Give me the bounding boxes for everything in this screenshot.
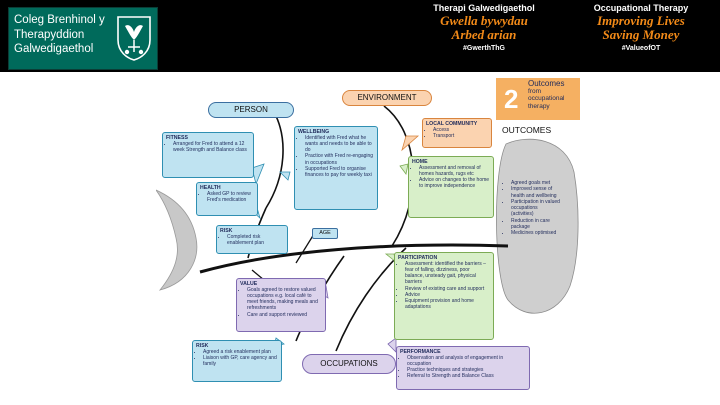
logo-text: Coleg Brenhinol y Therapyddion Galwediga…: [14, 13, 105, 57]
value-item-1: Goals agreed to restore valued occupatio…: [247, 287, 322, 311]
home-callout: HOME Assessment and removal of homes haz…: [408, 156, 494, 218]
english-banner: Occupational Therapy Improving Lives Sav…: [566, 3, 716, 54]
environment-label: ENVIRONMENT: [342, 90, 432, 106]
wellbeing-heading: WELLBEING: [298, 129, 330, 135]
badge-line-3: occupational: [528, 95, 565, 103]
outcome-item-4: Reduction in care package: [511, 218, 561, 231]
badge-line-4: therapy: [528, 102, 550, 110]
fishbone-slide: 2 Outcomes from occupational therapy OUT…: [156, 76, 583, 396]
performance-callout: PERFORMANCE Observation and analysis of …: [396, 346, 530, 390]
fitness-tail: [251, 163, 265, 186]
outcomes-badge-text: Outcomes from occupational therapy: [528, 80, 565, 110]
fish-head: [496, 138, 579, 314]
participation-item-3: Advice: [405, 292, 490, 298]
local-community-item-2: Transport: [433, 133, 488, 139]
participation-callout: PARTICIPATION Assessment: identified the…: [394, 252, 494, 340]
risk-person-callout: RISK Completed risk enablement plan: [216, 225, 288, 254]
performance-item-1: Observation and analysis of engagement i…: [407, 355, 526, 367]
home-item-2: Advice on changes to the home to improve…: [419, 177, 490, 189]
local-community-item-1: Access: [433, 127, 488, 133]
value-item-2: Care and support reviewed: [247, 312, 322, 318]
welsh-banner: Therapi Galwedigaethol Gwella bywydau Ar…: [412, 3, 556, 54]
welsh-slogan-line-2: Arbed arian: [451, 27, 517, 42]
logo-line-1: Coleg Brenhinol y: [14, 14, 105, 26]
value-heading: VALUE: [240, 281, 258, 287]
home-item-1: Assessment and removal of homes hazards,…: [419, 165, 490, 177]
community-tail: [401, 135, 420, 152]
college-logo[interactable]: Coleg Brenhinol y Therapyddion Galwediga…: [8, 7, 158, 70]
english-hashtag: #ValueofOT: [621, 45, 661, 52]
health-item-1: Asked GP to review Fred's medication: [207, 191, 254, 203]
logo-line-3: Galwedigaethol: [14, 43, 94, 55]
participation-item-1: Assessment: identified the barriers – fe…: [405, 261, 490, 285]
welsh-hashtag: #GwerthThG: [462, 45, 505, 52]
outcome-item-1: Agreed goals met: [511, 180, 561, 186]
badge-line-2: from: [528, 87, 541, 95]
wellbeing-item-2: Practice with Fred re-engaging in occupa…: [305, 153, 374, 165]
outcomes-list: Agreed goals met Improved sense of healt…: [505, 180, 561, 237]
english-slogan-line-1: Improving Lives: [597, 13, 685, 28]
fishbone-diagram: [156, 105, 579, 353]
bone-age: [295, 233, 315, 264]
participation-item-4: Equipment provision and home adaptations: [405, 298, 490, 310]
badge-line-1: Outcomes: [528, 79, 565, 88]
crest-icon: [117, 16, 151, 61]
performance-heading: PERFORMANCE: [400, 349, 441, 355]
risk-person-item-1: Completed risk enablement plan: [227, 234, 284, 246]
home-tail: [399, 163, 409, 175]
outcome-item-2: Improved sense of health and wellbeing: [511, 186, 561, 199]
risk-occupations-heading: RISK: [196, 343, 209, 349]
logo-line-2: Therapyddion: [14, 28, 85, 41]
wellbeing-tail: [279, 171, 291, 181]
fish-tail: [156, 189, 198, 291]
performance-item-3: Referral to Strength and Balance Class: [407, 373, 526, 379]
participation-item-2: Review of existing care and support: [405, 286, 490, 292]
english-title: Occupational Therapy: [593, 3, 689, 13]
occupations-label: OCCUPATIONS: [302, 354, 396, 374]
fitness-heading: FITNESS: [166, 135, 188, 141]
outcome-item-3: Participation in valued occupations (act…: [511, 199, 561, 218]
local-community-callout: LOCAL COMMUNITY Access Transport: [422, 118, 492, 148]
bone-person-upper: [265, 111, 284, 209]
local-community-heading: LOCAL COMMUNITY: [426, 121, 478, 127]
age-label: AGE: [312, 228, 338, 239]
welsh-title: Therapi Galwedigaethol: [433, 3, 535, 13]
wellbeing-item-1: Identified with Fred what he wants and n…: [305, 135, 374, 153]
wellbeing-callout: WELLBEING Identified with Fred what he w…: [294, 126, 378, 210]
outcomes-badge-number: 2: [504, 84, 519, 114]
outcome-item-5: Medicines optimised: [511, 230, 561, 236]
wellbeing-item-3: Supported Fred to organise finances to p…: [305, 166, 374, 178]
outcomes-title: OUTCOMES: [502, 125, 552, 135]
home-heading: HOME: [412, 159, 428, 165]
health-heading: HEALTH: [200, 185, 221, 191]
performance-item-2: Practice techniques and strategies: [407, 367, 526, 373]
outcomes-badge: 2 Outcomes from occupational therapy: [496, 78, 580, 120]
health-callout: HEALTH Asked GP to review Fred's medicat…: [196, 182, 258, 216]
fitness-callout: FITNESS Arranged for Fred to attend a 12…: [162, 132, 254, 178]
person-label: PERSON: [208, 102, 294, 118]
risk-person-heading: RISK: [220, 228, 233, 234]
english-slogan-line-2: Saving Money: [602, 27, 680, 42]
participation-heading: PARTICIPATION: [398, 255, 438, 261]
value-callout: VALUE Goals agreed to restore valued occ…: [236, 278, 326, 332]
top-banner: Coleg Brenhinol y Therapyddion Galwediga…: [0, 0, 720, 72]
performance-tail: [387, 337, 397, 353]
risk-occupations-item-1: Agreed a risk enablement plan: [203, 349, 278, 355]
fish-spine: [199, 243, 509, 274]
risk-occupations-item-2: Liaison with GP, care agency and family: [203, 355, 278, 367]
fitness-item-1: Arranged for Fred to attend a 12 week St…: [173, 141, 250, 153]
risk-occupations-callout: RISK Agreed a risk enablement plan Liais…: [192, 340, 282, 382]
welsh-slogan-line-1: Gwella bywydau: [440, 13, 528, 28]
